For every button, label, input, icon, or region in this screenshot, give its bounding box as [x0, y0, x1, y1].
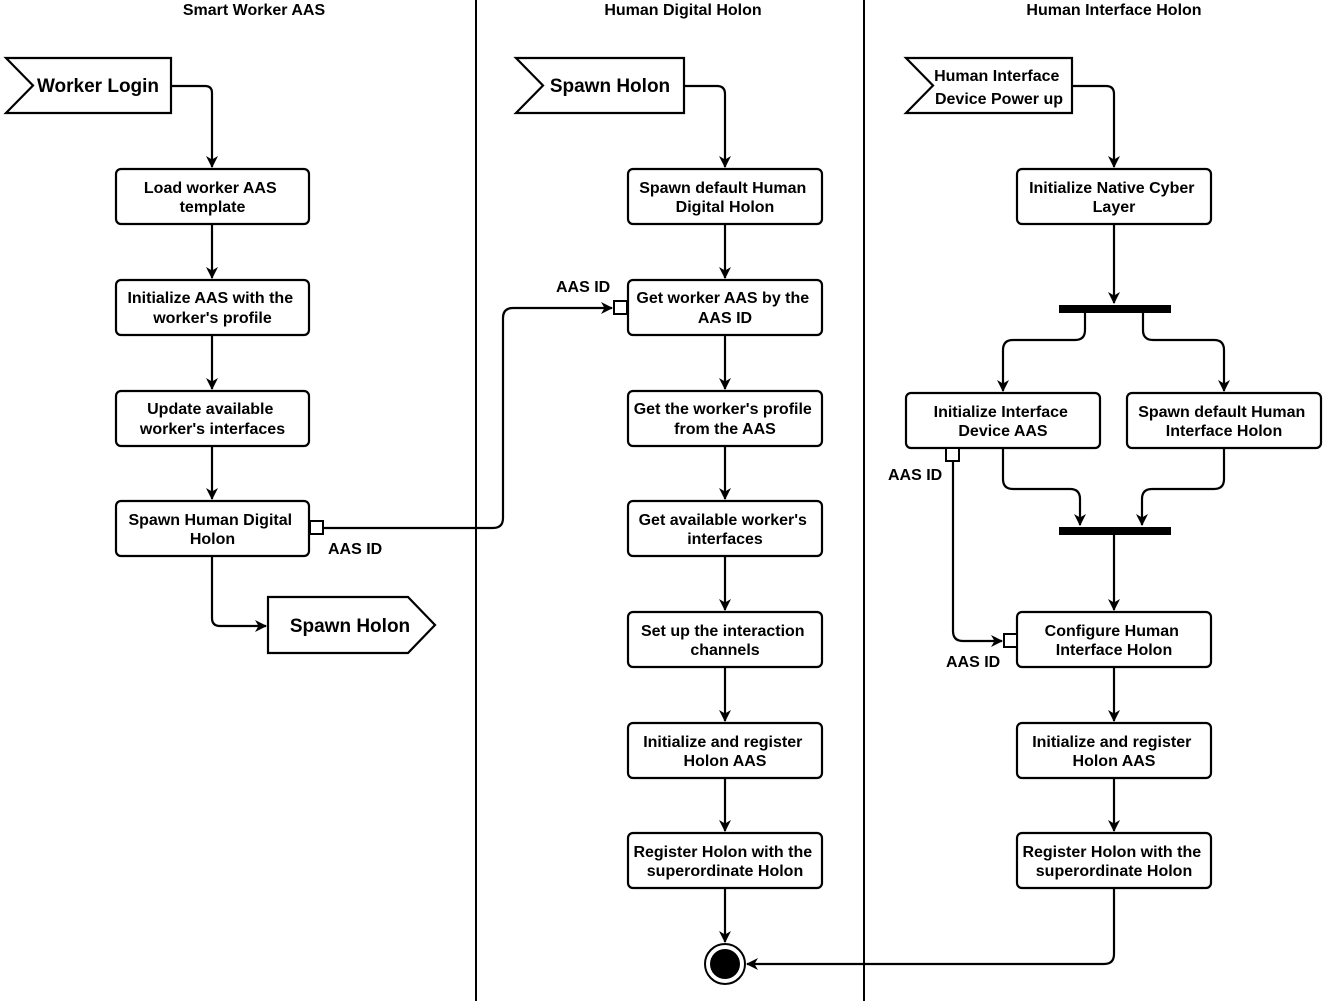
configure-aas-id-input-label: AAS ID — [946, 654, 1000, 671]
svg-text:Update available worker': Update available worker's interfaces — [139, 401, 285, 438]
svg-text:Spawn default Human Inte: Spawn default Human Interface Holon — [1138, 404, 1310, 440]
edge-spawn-to-signal — [210, 556, 267, 632]
aas-id-output-label: AAS ID — [328, 541, 382, 558]
device-aas-id-output-label: AAS ID — [888, 467, 942, 484]
svg-text:Set up the interaction c: Set up the interaction channels — [641, 623, 809, 659]
device-aas-id-output-pin — [945, 447, 960, 462]
svg-text:Get available worker's i: Get available worker's interfaces — [639, 512, 812, 548]
svg-text:Register Holon with the: Register Holon with the superordinate Ho… — [633, 844, 816, 880]
svg-text:Initialize Native Cyber: Initialize Native Cyber Layer — [1029, 180, 1199, 216]
interface-init-register-holon-aas-action: Initialize and register Holon AAS — [1015, 721, 1213, 780]
svg-text:Spawn Holon: Spawn Holon — [290, 616, 410, 637]
device-power-up-event: Human Interface Device Power up — [903, 56, 1074, 115]
edge-device-aas-to-join — [1001, 448, 1086, 526]
load-worker-aas-template-action: Load worker AAS template — [114, 167, 311, 226]
initialize-interface-device-aas-action: Initialize Interface Device AAS — [904, 391, 1102, 450]
get-worker-profile-action: Get the worker's profile from the AAS — [626, 389, 824, 448]
configure-aas-id-input-pin — [1003, 633, 1018, 648]
aas-id-input-pin — [613, 300, 628, 315]
edge-login-to-load — [171, 84, 218, 168]
aas-id-output-pin — [309, 520, 324, 535]
svg-text:Get worker AAS by the AA: Get worker AAS by the AAS ID — [636, 290, 813, 327]
spawn-default-digital-holon-action: Spawn default Human Digital Holon — [626, 167, 824, 226]
lane-title-human-digital-holon: Human Digital Holon — [604, 2, 761, 19]
activity-final-node — [704, 943, 746, 985]
svg-text:Load worker AAS template: Load worker AAS template — [144, 180, 281, 216]
update-interfaces-action: Update available worker's interfaces — [114, 389, 311, 448]
initialize-aas-action: Initialize AAS with the worker's profile — [114, 278, 311, 337]
svg-text:Initialize AAS with the: Initialize AAS with the worker's profile — [127, 290, 297, 327]
initialize-register-holon-aas-action: Initialize and register Holon AAS — [626, 721, 824, 780]
edge-aas-id-cross-lane — [323, 302, 613, 530]
edge-fork-to-device-aas — [997, 313, 1087, 392]
configure-interface-holon-action: Configure Human Interface Holon — [1015, 610, 1213, 669]
svg-text:Human Interface Device P: Human Interface Device Power up — [934, 68, 1064, 108]
fork-bar — [1059, 305, 1171, 313]
spawn-holon-accept-event: Spawn Holon — [513, 56, 686, 115]
edge-device-aas-id-to-configure — [951, 461, 1003, 647]
register-with-superordinate-action: Register Holon with the superordinate Ho… — [626, 831, 824, 890]
svg-text:Spawn Holon: Spawn Holon — [550, 76, 670, 97]
svg-text:Spawn default Human Digi: Spawn default Human Digital Holon — [639, 180, 811, 216]
interface-register-superordinate-action: Register Holon with the superordinate Ho… — [1015, 831, 1213, 890]
svg-text:Configure Human Interfac: Configure Human Interface Holon — [1045, 623, 1184, 659]
svg-text:Spawn Human Digital Holo: Spawn Human Digital Holon — [128, 512, 296, 548]
edge-register-super-to-final — [746, 888, 1116, 970]
svg-text:Initialize and register: Initialize and register Holon AAS — [643, 734, 807, 770]
svg-text:Initialize and register: Initialize and register Holon AAS — [1032, 734, 1196, 770]
spawn-holon-send-signal: Spawn Holon — [266, 595, 437, 655]
join-bar — [1059, 527, 1171, 535]
lane-title-human-interface-holon: Human Interface Holon — [1026, 2, 1201, 19]
setup-interaction-channels-action: Set up the interaction channels — [626, 610, 824, 669]
svg-text:Get the worker's profile: Get the worker's profile from the AAS — [634, 401, 817, 438]
svg-text:Register Holon with the: Register Holon with the superordinate Ho… — [1022, 844, 1205, 880]
initialize-native-cyber-layer-action: Initialize Native Cyber Layer — [1015, 167, 1213, 226]
edge-spawn-default-to-join — [1136, 448, 1226, 526]
worker-login-event: Worker Login — [3, 56, 173, 115]
spawn-human-digital-holon-action: Spawn Human Digital Holon — [114, 499, 311, 558]
svg-text:Initialize Interface Dev: Initialize Interface Device AAS — [934, 404, 1073, 440]
edge-fork-to-spawn-default — [1141, 313, 1230, 392]
edge-spawn-event-to-default — [684, 84, 731, 168]
edge-power-up-to-cyber — [1072, 84, 1120, 168]
get-worker-aas-action: Get worker AAS by the AAS ID — [626, 278, 824, 337]
get-available-interfaces-action: Get available worker's interfaces — [626, 499, 824, 558]
aas-id-input-label: AAS ID — [556, 279, 610, 296]
lane-title-smart-worker-aas: Smart Worker AAS — [183, 2, 326, 19]
svg-text:Worker Login: Worker Login — [37, 76, 159, 97]
spawn-default-interface-holon-action: Spawn default Human Interface Holon — [1125, 391, 1323, 450]
